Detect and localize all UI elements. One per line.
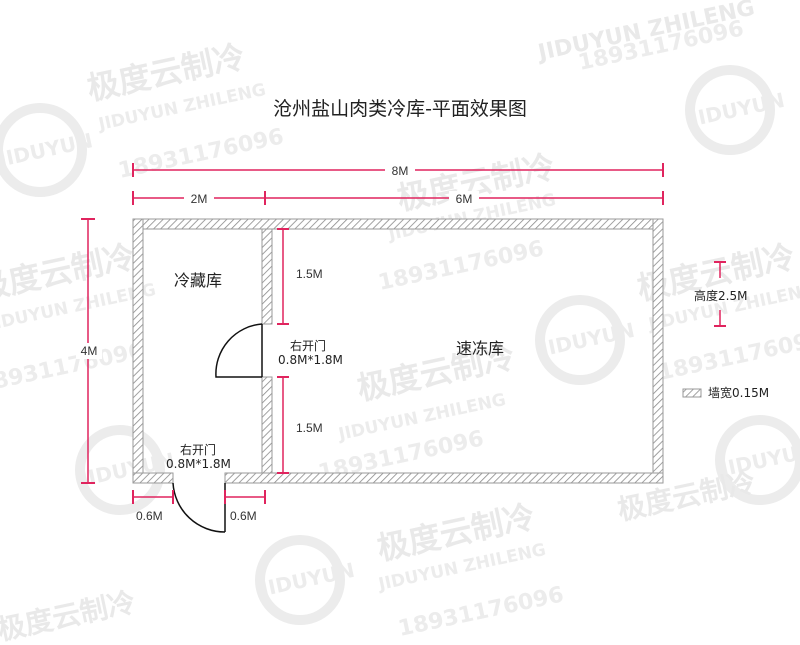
watermark-phone: 18931176096 (396, 582, 566, 641)
room-label-cold-storage: 冷藏库 (174, 271, 222, 290)
wall-bottom-right (224, 472, 664, 484)
dimension-label-lower-segment: 1.5M (296, 421, 323, 435)
watermark-phone: 18931176096 (0, 338, 146, 397)
watermark-logo: JIDUYUN (685, 65, 787, 155)
watermark-phone: 18931176096 (376, 236, 546, 295)
wall-legend: 墙宽0.15M (682, 385, 769, 400)
watermark-phone: 18931176096 (116, 124, 286, 183)
dimension-label-total-depth: 4M (81, 344, 98, 358)
inner-door: 右开门 0.8M*1.8M (215, 323, 343, 378)
room-label-freezer: 速冻库 (456, 339, 504, 358)
watermark-logo: JIDUYUN (75, 425, 177, 515)
watermark-logo: JIDUYUN (0, 103, 95, 197)
wall-right (652, 218, 664, 484)
watermark-logo: JIDUYUN (255, 535, 357, 625)
dimension-label-door-left-offset: 0.6M (136, 509, 163, 523)
inner-door-size: 0.8M*1.8M (278, 353, 343, 367)
wall-top (132, 218, 664, 230)
dimension-total-width: 8M (132, 163, 664, 178)
watermark-brand: 极度云制冷 (0, 585, 138, 645)
dimension-label-left-width: 2M (191, 192, 208, 206)
hatch-swatch-icon (682, 388, 702, 398)
wall-legend-label: 墙宽0.15M (708, 385, 769, 400)
dimension-label-right-width: 6M (456, 192, 473, 206)
wall-bottom-left (132, 472, 174, 484)
height-indicator: 高度2.5M (694, 261, 747, 327)
wall-left (132, 218, 144, 484)
dimension-upper-segment: 1.5M (277, 228, 323, 325)
dimension-total-depth: 4M (76, 218, 102, 484)
outer-door: 右开门 0.8M*1.8M (166, 442, 231, 533)
watermark-phone: 18931176096 (656, 326, 800, 385)
dimension-split-width: 2M 6M (132, 191, 664, 206)
dimension-door-offsets: 0.6M 0.6M (132, 490, 266, 523)
height-note: 高度2.5M (694, 288, 747, 303)
dimension-label-door-right-offset: 0.6M (230, 509, 257, 523)
outer-door-size: 0.8M*1.8M (166, 457, 231, 471)
outer-door-label: 右开门 (180, 442, 216, 457)
wall-partition-upper (261, 228, 273, 325)
dimension-label-total-width: 8M (392, 164, 409, 178)
wall-partition-lower (261, 376, 273, 474)
inner-door-label: 右开门 (290, 338, 326, 353)
dimension-lower-segment: 1.5M (277, 376, 323, 474)
plan-title: 沧州盐山肉类冷库-平面效果图 (273, 98, 527, 120)
dimension-label-upper-segment: 1.5M (296, 267, 323, 281)
watermark-logo: JIDUYUN (535, 295, 637, 385)
walls (132, 218, 664, 484)
